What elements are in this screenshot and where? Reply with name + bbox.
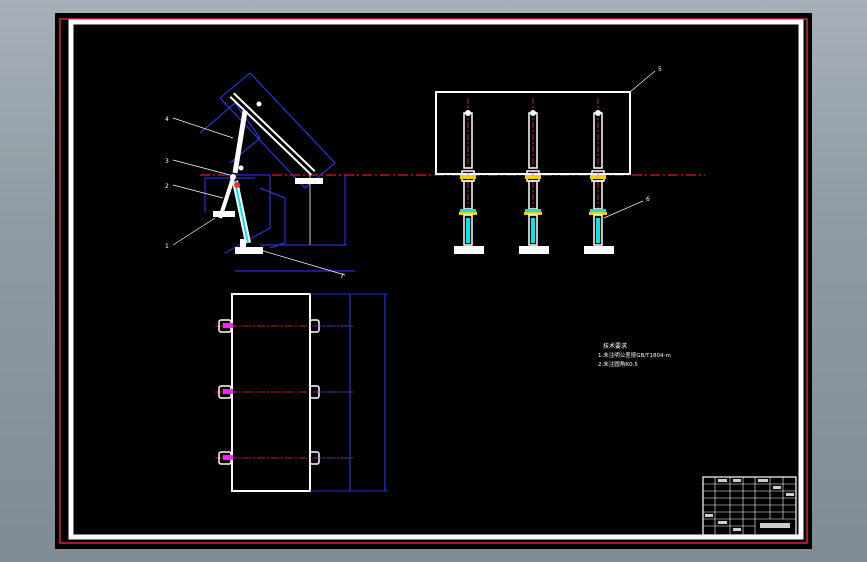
dimension-outline-arm — [259, 187, 286, 249]
base-plate-right — [295, 178, 323, 184]
dimension-outline-left — [199, 102, 261, 164]
leader-part-2 — [172, 184, 224, 199]
note-line-2: 2.未注圆角R0.5 — [598, 360, 638, 368]
part-number-7: 7 — [340, 273, 344, 280]
pivot-joint-mid — [238, 165, 244, 171]
part-number-1: 1 — [165, 243, 169, 250]
dimension-outline-base — [204, 177, 255, 213]
leader-part-6 — [603, 200, 644, 219]
top-view-frame — [231, 293, 311, 492]
part-number-3: 3 — [165, 158, 169, 165]
side-view-mechanism: 4 3 2 1 7 — [165, 72, 705, 280]
note-line-1: 1.未注明公差按GB/T1804-m — [598, 351, 671, 359]
leader-part-7 — [259, 249, 346, 276]
part-number-2: 2 — [165, 183, 169, 190]
top-boom-arm-inner — [230, 93, 315, 175]
support-column-3 — [584, 98, 614, 254]
base-plate-bottom — [235, 247, 263, 254]
drawing-sheet: 4 3 2 1 7 5 — [55, 13, 812, 549]
part-number-5: 5 — [658, 66, 662, 73]
leader-part-3 — [172, 159, 231, 176]
hydraulic-cylinder-rod — [234, 180, 249, 244]
dimension-outline-upper — [219, 72, 336, 189]
leader-part-5 — [629, 70, 656, 93]
top-view — [215, 293, 388, 492]
white-drawing-frame — [68, 19, 804, 540]
pivot-joint-main — [230, 174, 236, 180]
pivot-joint-top — [256, 101, 262, 107]
support-column-1 — [454, 98, 484, 254]
part-number-4: 4 — [165, 116, 169, 123]
technical-notes: 技术要求 1.未注明公差按GB/T1804-m 2.未注圆角R0.5 — [598, 342, 671, 368]
support-column-2 — [519, 98, 549, 254]
leader-part-1 — [172, 217, 216, 246]
drawing-canvas: 4 3 2 1 7 5 — [59, 18, 808, 544]
base-plate-left — [213, 211, 235, 217]
leader-part-4 — [172, 117, 234, 139]
pivot-joint-red — [234, 182, 240, 188]
front-view: 5 — [435, 66, 662, 254]
support-arm — [232, 110, 248, 174]
cylinder-mount — [240, 239, 246, 247]
notes-heading: 技术要求 — [603, 342, 627, 350]
outer-red-border — [59, 18, 808, 544]
part-number-6: 6 — [646, 196, 650, 203]
title-block — [702, 476, 797, 536]
